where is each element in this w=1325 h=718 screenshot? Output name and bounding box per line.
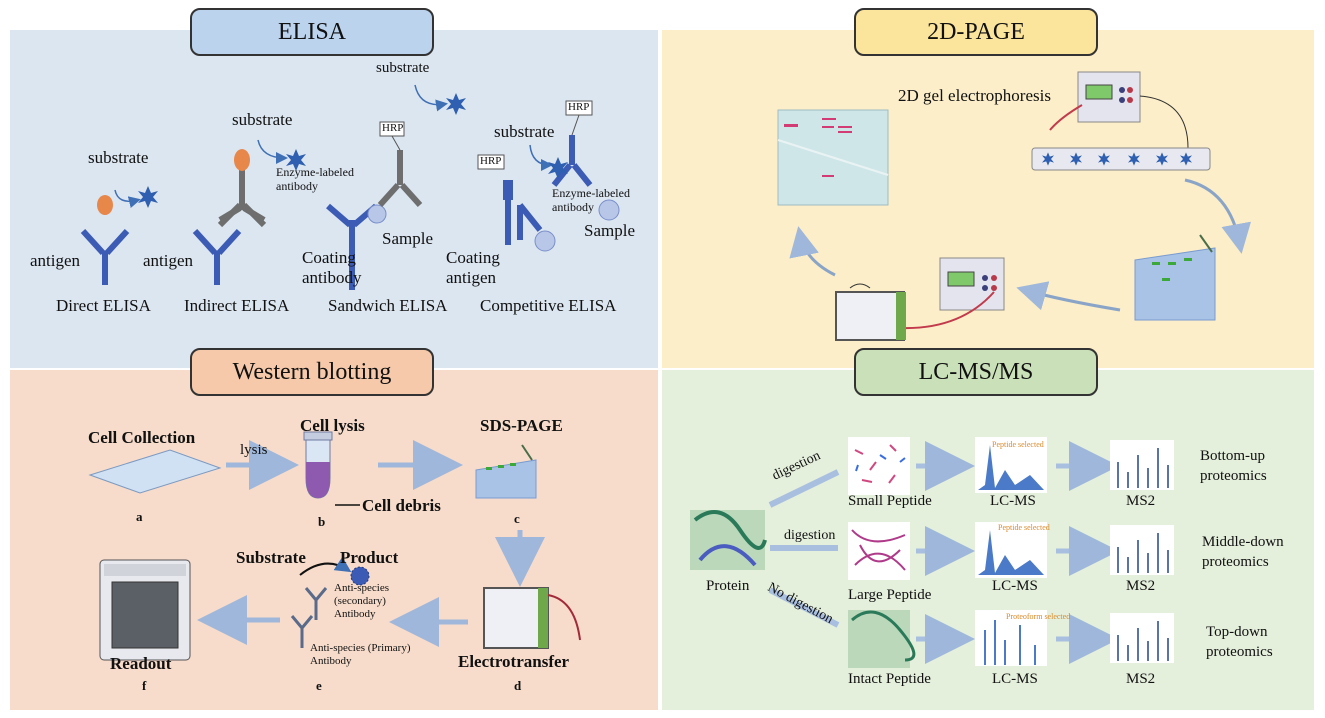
competitive-hrp-left-label: HRP: [480, 155, 502, 167]
lysis-label: lysis: [240, 442, 268, 458]
row1-peptide-label: Small Peptide: [848, 493, 932, 509]
competitive-coating-label: Coating antigen: [446, 248, 500, 287]
sandwich-sample-label: Sample: [382, 229, 433, 248]
protein-structure: [690, 510, 767, 570]
row3-lcms-label: LC-MS: [992, 671, 1038, 687]
gel-plate: [777, 109, 889, 206]
indirect-enzyme-label: Enzyme-labeled antibody: [276, 165, 354, 193]
row3-selected-label: Proteoform selected: [1006, 612, 1071, 621]
primary-antibody-label: Anti-species (Primary) Antibody: [310, 642, 411, 667]
row2-lcms-label: LC-MS: [992, 578, 1038, 594]
indirect-substrate-label: substrate: [232, 110, 293, 129]
sds-page-label: SDS-PAGE: [480, 416, 563, 435]
step-letter-e: e: [316, 678, 322, 693]
electrotransfer-label: Electrotransfer: [458, 652, 570, 671]
cell-collection-label: Cell Collection: [88, 428, 196, 447]
antibody-stack: [290, 587, 328, 648]
substrate-label: Substrate: [236, 548, 306, 567]
row1-lcms-label: LC-MS: [990, 493, 1036, 509]
row1-ms2-label: MS2: [1126, 493, 1156, 509]
row1-proteomics-label: Bottom-up proteomics: [1200, 448, 1267, 484]
secondary-antibody-label: Anti-species (secondary) Antibody: [334, 582, 389, 620]
sandwich-substrate-label: substrate: [376, 60, 430, 76]
step-letter-d: d: [514, 678, 522, 693]
cell-lysis-label: Cell lysis: [300, 416, 365, 435]
sandwich-elisa-label: Sandwich ELISA: [328, 296, 448, 315]
direct-antigen-label: antigen: [30, 251, 81, 270]
row2-ms2-label: MS2: [1126, 578, 1156, 594]
product-label: Product: [340, 548, 399, 567]
elisa-panel: [10, 30, 658, 368]
step-letter-b: b: [318, 514, 326, 529]
cell-debris-label: Cell debris: [362, 496, 441, 515]
tube: [303, 431, 333, 499]
readout-label: Readout: [110, 654, 172, 673]
row2-peptide-label: Large Peptide: [848, 587, 932, 603]
row1-selected-label: Peptide selected: [992, 440, 1044, 449]
ms2-spectra: [1110, 440, 1174, 663]
western-title: Western blotting: [190, 348, 434, 396]
row2-digestion-label: digestion: [784, 528, 836, 543]
lcms-chrom-1: [975, 437, 1047, 493]
power-supply: [1077, 71, 1141, 123]
electrophoresis-tank: [835, 283, 906, 341]
step-letter-a: a: [136, 509, 143, 524]
readout-instrument: [99, 559, 191, 661]
competitive-elisa-label: Competitive ELISA: [480, 296, 617, 315]
peptide-box-small: [848, 437, 910, 495]
indirect-elisa-label: Indirect ELISA: [184, 296, 290, 315]
step-letter-f: f: [142, 678, 147, 693]
sds-gel: [475, 444, 537, 499]
protein-label: Protein: [706, 578, 750, 594]
competitive-substrate-label: substrate: [494, 122, 555, 141]
lcms-title: LC-MS/MS: [854, 348, 1098, 396]
competitive-hrp-top-label: HRP: [568, 101, 590, 113]
gel-electrophoresis-label: 2D gel electrophoresis: [898, 86, 1051, 105]
hrp-ball: [97, 195, 113, 215]
power-supply-2: [939, 257, 1005, 311]
direct-elisa-antibody: [83, 195, 127, 285]
sandwich-coating-label: Coating antibody: [302, 248, 362, 287]
row2-selected-label: Peptide selected: [998, 523, 1050, 532]
lcms-chrom-3: [975, 610, 1047, 666]
row3-proteomics-label: Top-down proteomics: [1206, 624, 1273, 660]
row2-proteomics-label: Middle-down proteomics: [1202, 534, 1284, 570]
sandwich-hrp-label: HRP: [382, 122, 404, 134]
peptide-box-intact: [848, 610, 916, 668]
direct-elisa-label: Direct ELISA: [56, 296, 151, 315]
step-letter-c: c: [514, 511, 520, 526]
row3-ms2-label: MS2: [1126, 671, 1156, 687]
page2d-title: 2D-PAGE: [854, 8, 1098, 56]
competitive-sample-label: Sample: [584, 221, 635, 240]
lcms-chrom-2: [975, 522, 1047, 578]
elisa-title: ELISA: [190, 8, 434, 56]
direct-substrate-label: substrate: [88, 148, 149, 167]
well-plate: [88, 449, 222, 494]
competitive-enzyme-label: Enzyme-labeled antibody: [552, 186, 630, 214]
row3-peptide-label: Intact Peptide: [848, 671, 931, 687]
peptide-box-large: [848, 522, 910, 580]
gel-tank-right: [1134, 234, 1216, 321]
indirect-antigen-label: antigen: [143, 251, 194, 270]
transfer-tank: [483, 587, 581, 649]
